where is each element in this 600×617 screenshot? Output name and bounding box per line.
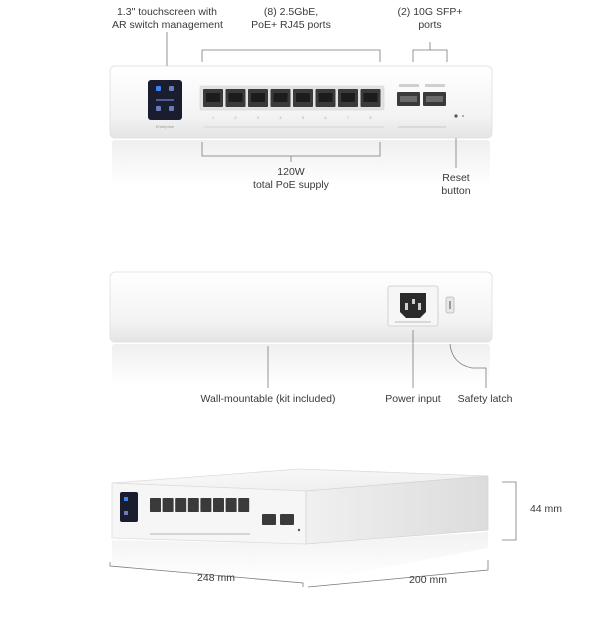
iso-rj45-port: [213, 498, 224, 512]
iso-rj45-port: [162, 498, 174, 512]
iso-rj45-port: [225, 498, 237, 512]
height-dimension-line: [502, 481, 517, 541]
width-dimension-line: [109, 562, 304, 587]
reset-label-line2: button: [441, 185, 471, 197]
back-view-device: [109, 271, 493, 384]
wall-mount-label: Wall-mountable (kit included): [200, 393, 336, 405]
poe-label: 120W total PoE supply: [236, 166, 346, 192]
svg-text:Enterprise: Enterprise: [156, 124, 175, 129]
rj45-port-socket: [273, 93, 288, 102]
iso-rj45-port: [238, 498, 250, 512]
touchscreen-label-line1: 1.3" touchscreen with: [116, 6, 218, 18]
rj45-label: (8) 2.5GbE, PoE+ RJ45 ports: [236, 6, 346, 32]
power-inlet: [387, 285, 439, 327]
rj45-port-number: 1: [212, 115, 215, 120]
rj45-port-socket: [228, 93, 243, 102]
power-input-label: Power input: [385, 393, 441, 405]
rj45-callout-bracket: [201, 49, 381, 62]
iso-rj45-port: [200, 498, 212, 512]
iso-rj45-port: [187, 498, 199, 512]
sfp-port-group: [397, 84, 446, 128]
rj45-port-socket: [363, 93, 378, 102]
rj45-port-socket: [206, 93, 220, 102]
reset-pinhole: [454, 114, 458, 118]
front-reflection: [112, 140, 490, 185]
sfp-callout-bracket: [412, 49, 448, 62]
rj45-port-number: 8: [369, 115, 372, 120]
iso-rj45-port: [175, 498, 187, 512]
sfp-label-line2: ports: [418, 19, 442, 31]
rj45-port-socket: [296, 93, 310, 102]
rj45-port-socket: [251, 93, 265, 102]
rj45-port-socket: [341, 93, 355, 102]
depth-dimension-line: [307, 560, 489, 588]
rj45-label-line2: PoE+ RJ45 ports: [251, 19, 331, 31]
reset-label: Reset button: [426, 172, 486, 198]
rj45-port-number: 7: [347, 115, 350, 120]
iso-touchscreen: [120, 492, 138, 522]
rj45-port-number: 4: [279, 115, 282, 120]
iso-sfp-port: [262, 514, 276, 525]
rj45-port-number: 2: [234, 115, 237, 120]
touchscreen-label-line2: AR switch management: [112, 19, 223, 31]
depth-dimension-label: 200 mm: [409, 574, 447, 586]
isometric-device: [111, 468, 489, 582]
rj45-port-number: 6: [324, 115, 327, 120]
safety-latch-label: Safety latch: [457, 393, 513, 405]
rj45-port-group: 1 2 3 4 5 6 7 8: [199, 85, 385, 120]
iso-sfp-port: [280, 514, 294, 525]
poe-label-line1: 120W: [277, 166, 305, 178]
safety-latch-graphic: [445, 296, 455, 314]
sfp-label-line1: (2) 10G SFP+: [397, 6, 463, 18]
rj45-port-number: 3: [257, 115, 260, 120]
iso-rj45-port-group: [150, 498, 250, 512]
poe-label-line2: total PoE supply: [253, 179, 329, 191]
back-reflection: [112, 344, 490, 384]
rj45-port-socket: [318, 93, 333, 102]
front-view-device: Enterprise 1 2 3 4 5 6 7 8: [109, 65, 493, 185]
sfp-label: (2) 10G SFP+ ports: [380, 6, 480, 32]
width-dimension-label: 248 mm: [197, 572, 235, 584]
reset-label-line1: Reset: [442, 172, 470, 184]
touchscreen-display: Enterprise: [148, 80, 182, 129]
rj45-port-number: 5: [302, 115, 305, 120]
safety-latch-callout-line: [449, 343, 487, 388]
iso-side-face: [305, 475, 489, 545]
rj45-label-line1: (8) 2.5GbE,: [263, 6, 319, 18]
height-dimension-label: 44 mm: [529, 503, 563, 515]
touchscreen-label: 1.3" touchscreen with AR switch manageme…: [112, 6, 223, 32]
iso-rj45-port: [150, 498, 161, 512]
